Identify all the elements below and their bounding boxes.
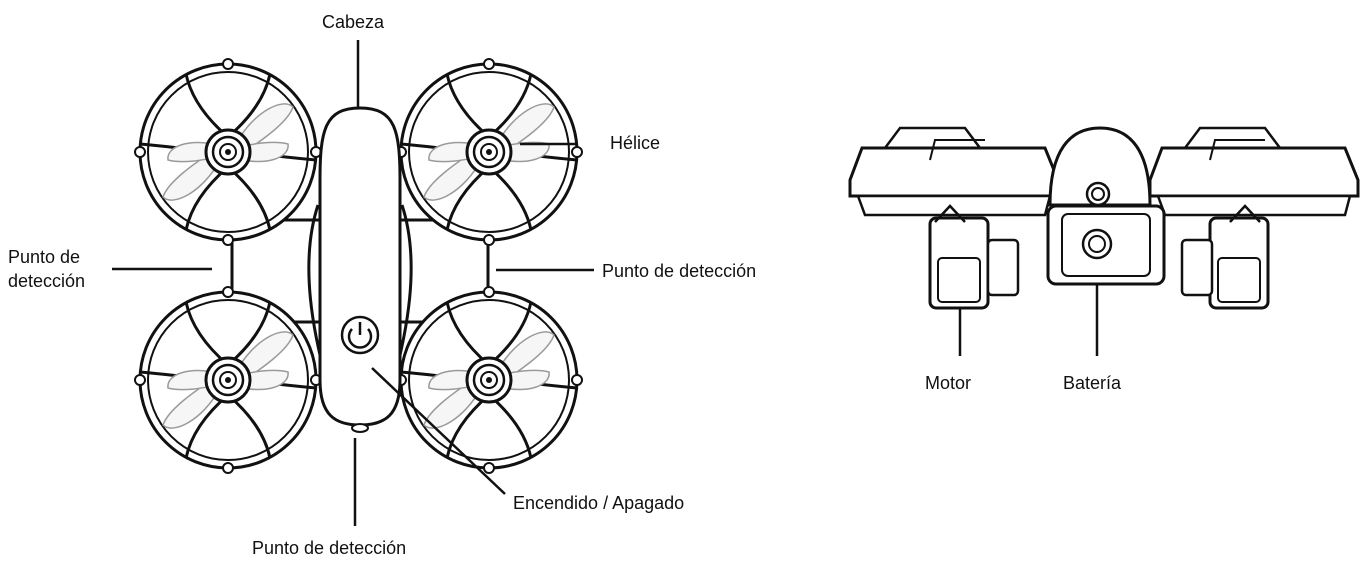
label-punto-deteccion-right: Punto de detección [602,261,757,281]
label-punto-deteccion-bottom: Punto de detección [252,538,407,558]
leader-encendido [371,367,506,495]
drone-side-view [848,126,1360,356]
rotor-top-left [133,57,323,247]
label-encendido-apagado: Encendido / Apagado [513,493,685,513]
label-punto-left-line2: detección [8,271,86,291]
label-cabeza: Cabeza [322,12,385,32]
label-bateria: Batería [1063,373,1122,393]
power-icon [340,315,380,355]
label-punto-left-line1: Punto de [8,247,81,267]
label-motor: Motor [925,373,972,393]
label-punto-deteccion-left: Punto de detección [8,245,118,293]
drone-top-view [112,40,594,526]
rotor-top-right [394,57,584,247]
label-helice: Hélice [610,133,661,153]
